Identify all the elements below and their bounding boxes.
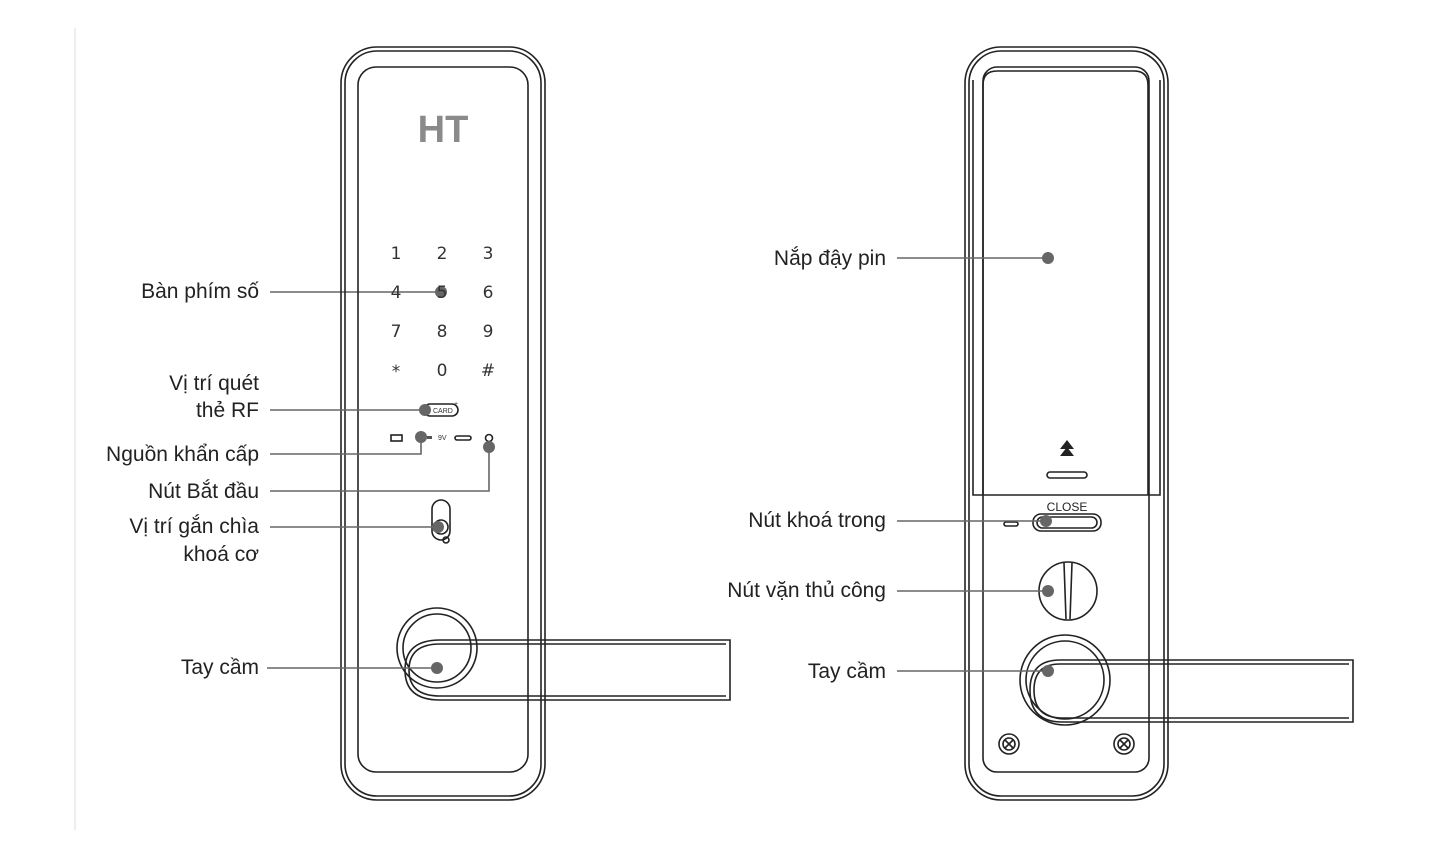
label-rf-1: Vị trí quét xyxy=(169,372,259,395)
key-8[interactable]: 8 xyxy=(437,322,448,342)
keypad: 1 2 3 4 5 6 7 8 9 * 0 # xyxy=(391,244,496,382)
key-2[interactable]: 2 xyxy=(437,244,448,264)
label-thumb-turn: Nút vặn thủ công xyxy=(727,579,886,602)
close-label: CLOSE xyxy=(1047,500,1088,514)
label-battery-cover: Nắp đậy pin xyxy=(774,247,886,270)
label-rf-2: thẻ RF xyxy=(196,399,259,422)
key-6[interactable]: 6 xyxy=(483,283,494,303)
front-handle[interactable] xyxy=(396,607,731,701)
key-4[interactable]: 4 xyxy=(391,283,402,303)
keypad-callout xyxy=(270,286,447,298)
key-9[interactable]: 9 xyxy=(483,322,494,342)
key-slot xyxy=(431,499,451,541)
screw-icon xyxy=(998,733,1020,755)
front-lock: HT 1 2 3 4 5 6 7 8 9 * 0 # CARD + 9V xyxy=(340,46,731,801)
screw-icon xyxy=(1113,733,1135,755)
label-handle-back: Tay cầm xyxy=(808,660,886,683)
inner-lock-button[interactable] xyxy=(1032,513,1102,532)
battery-cover[interactable] xyxy=(972,80,1161,496)
power-slot xyxy=(454,435,472,441)
key-0[interactable]: 0 xyxy=(437,361,448,381)
label-start-button: Nút Bắt đầu xyxy=(148,480,259,503)
card-label: CARD xyxy=(433,408,453,415)
label-inner-lock: Nút khoá trong xyxy=(748,509,886,532)
back-body-outline xyxy=(964,46,1169,801)
key-7[interactable]: 7 xyxy=(391,322,402,342)
label-emergency-power: Nguồn khẩn cấp xyxy=(106,443,259,466)
back-callouts: Nắp đậy pin Nút khoá trong Nút vặn thủ c… xyxy=(727,247,1054,683)
usb-port xyxy=(427,436,432,439)
key-1[interactable]: 1 xyxy=(391,244,402,264)
key-3[interactable]: 3 xyxy=(483,244,494,264)
label-key-1: Vị trí gắn chìa xyxy=(129,515,259,538)
arrow-up-icon xyxy=(1060,440,1074,456)
label-key-2: khoá cơ xyxy=(183,543,259,566)
front-callouts: Bàn phím số Vị trí quét thẻ RF Nguồn khẩ… xyxy=(106,280,495,679)
front-body-outline xyxy=(340,46,546,801)
key-hash[interactable]: # xyxy=(481,361,495,381)
battery-icon xyxy=(390,434,403,442)
label-keypad: Bàn phím số xyxy=(141,280,259,303)
key-5[interactable]: 5 xyxy=(437,283,448,303)
label-handle-front: Tay cầm xyxy=(181,656,259,679)
key-star[interactable]: * xyxy=(392,362,401,382)
start-button[interactable] xyxy=(484,433,494,443)
plus-icon: + xyxy=(454,401,458,408)
front-panel xyxy=(357,66,529,773)
logo: HT xyxy=(418,109,469,151)
back-handle[interactable] xyxy=(1019,634,1354,726)
voltage-label: 9V xyxy=(438,435,447,442)
back-lock: CLOSE xyxy=(964,46,1354,801)
key-icon xyxy=(442,536,450,544)
